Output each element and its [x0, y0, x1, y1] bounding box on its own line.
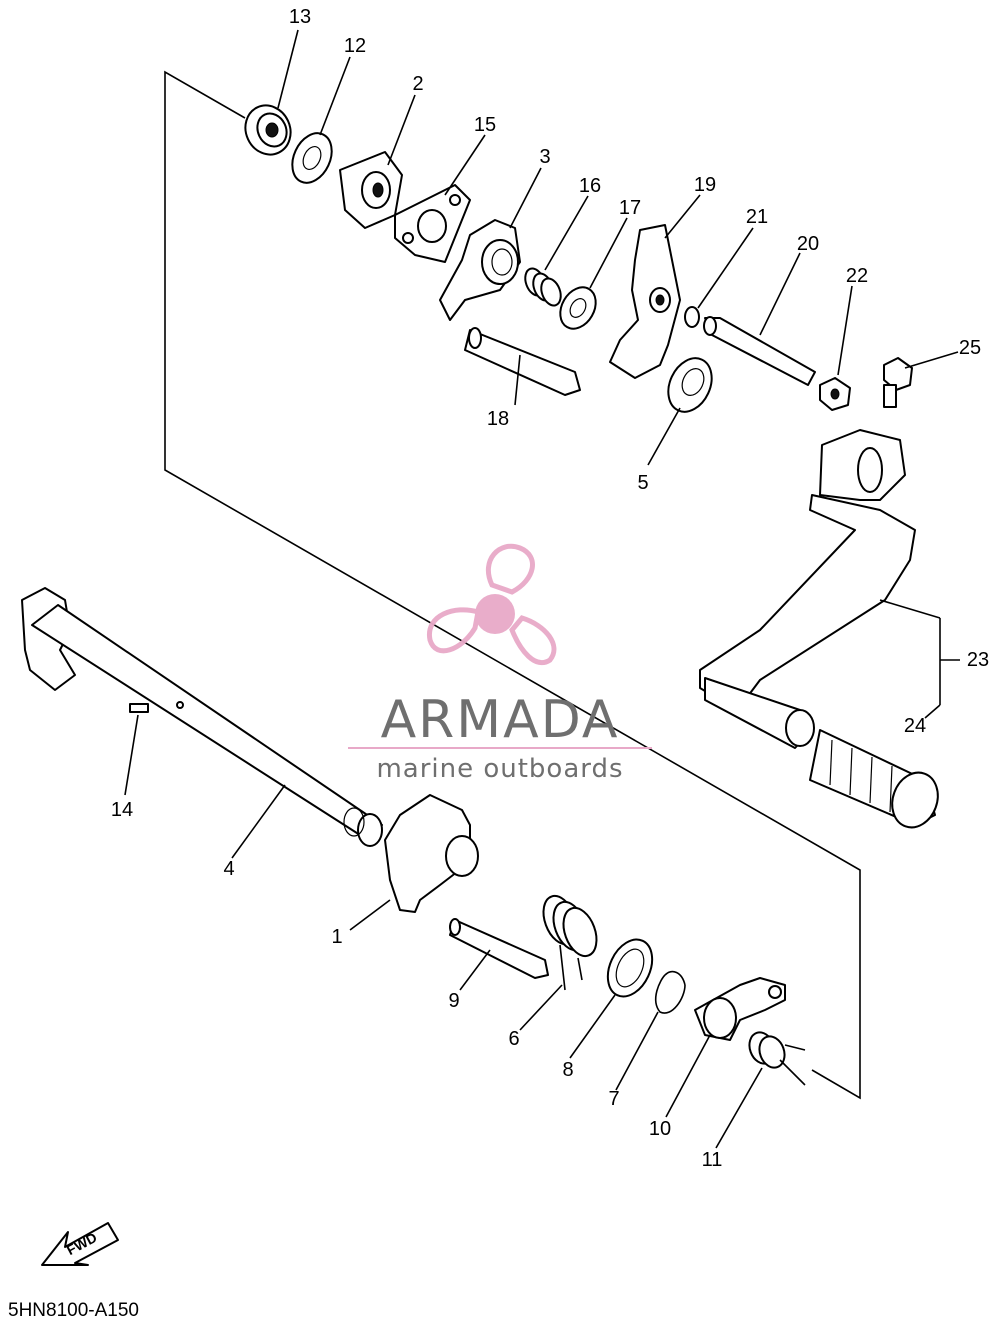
washer-part: [291, 132, 333, 184]
watermark-tagline: marine outboards: [376, 754, 623, 784]
propeller-logo-icon: [427, 543, 557, 666]
shift-pedal-part: [699, 429, 916, 749]
torsion-spring-part: [542, 894, 598, 991]
part-label: 10: [649, 1118, 671, 1140]
part-label: 5: [637, 472, 648, 494]
part-label: 1: [331, 926, 342, 948]
dowel-pin-part: [129, 701, 184, 713]
part-label: 7: [608, 1088, 619, 1110]
part-label: 18: [487, 408, 509, 430]
part-label: 4: [223, 858, 234, 880]
bolt-part: [703, 316, 816, 386]
fwd-direction-arrow: FWD: [41, 1222, 119, 1266]
shift-lever-part: [384, 794, 479, 913]
washer-part: [559, 286, 597, 330]
part-label: 11: [702, 1149, 723, 1171]
part-label: 14: [111, 799, 133, 821]
shift-arm-part: [439, 219, 521, 321]
part-label: 9: [448, 990, 459, 1012]
lever-assembly-part: [694, 977, 786, 1041]
leader-lines: [124, 29, 960, 1149]
assembly-outline: [164, 70, 861, 1100]
part-label: 3: [539, 146, 550, 168]
part-label: 8: [562, 1059, 573, 1081]
bearing-part: [244, 104, 292, 156]
part-label: 25: [959, 337, 981, 359]
part-label: 6: [508, 1028, 519, 1050]
pedal-bolt-part: [883, 357, 913, 408]
spring-part: [524, 267, 562, 307]
part-label: 22: [846, 265, 868, 287]
part-label: 2: [412, 73, 423, 95]
shift-shaft-part: [21, 587, 383, 847]
pin-part: [464, 327, 581, 396]
stopper-plate-part: [394, 184, 471, 263]
part-label: 13: [289, 6, 311, 28]
circlip-part: [655, 970, 686, 1014]
pedal-rubber-part: [809, 729, 939, 829]
collar-part: [667, 357, 713, 413]
watermark-brand: ARMADA: [381, 690, 620, 750]
part-label: 20: [797, 233, 819, 255]
part-label: 23: [967, 649, 989, 671]
part-label: 16: [579, 175, 601, 197]
stopper-lever-part: [609, 224, 681, 379]
roller-pin-part: [449, 918, 549, 979]
drawing-code: 5HN8100-A150: [8, 1300, 139, 1321]
part-label: 12: [344, 35, 366, 57]
part-label: 15: [474, 114, 496, 136]
part-label: 17: [619, 197, 641, 219]
armada-watermark: ARMADA marine outboards: [348, 543, 652, 784]
o-ring-part: [684, 306, 700, 328]
nut-part: [819, 377, 851, 411]
washer-part: [606, 938, 654, 998]
segment-part: [339, 151, 403, 229]
part-label: 19: [694, 174, 716, 196]
part-label: 21: [746, 206, 768, 228]
lever-spring-part: [748, 1031, 806, 1086]
part-label: 24: [904, 715, 926, 737]
